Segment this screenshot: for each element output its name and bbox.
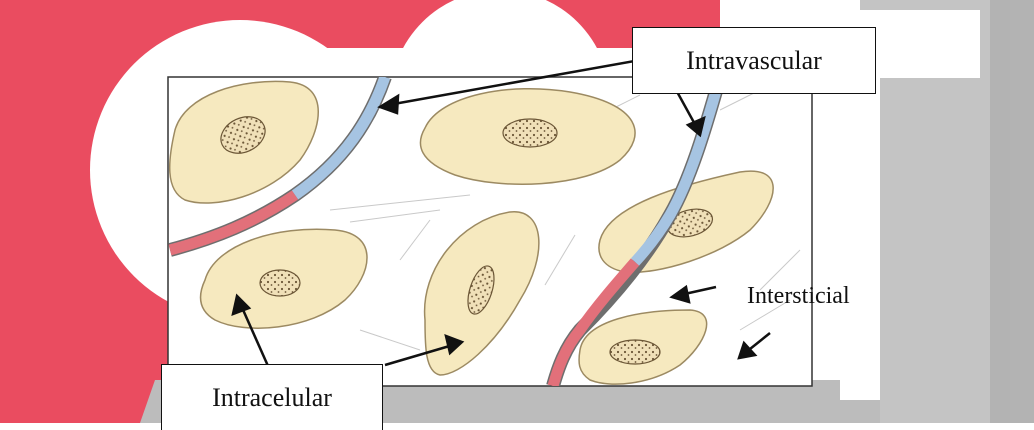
- cell-2: [420, 89, 635, 185]
- label-intravascular-text: Intravascular: [686, 46, 822, 76]
- label-intravascular: Intravascular: [632, 27, 876, 94]
- label-intracelular: Intracelular: [161, 364, 383, 430]
- label-intersticial-text: Intersticial: [747, 283, 850, 309]
- label-intersticial: Intersticial: [747, 283, 850, 310]
- cell-3-nucleus: [260, 270, 300, 296]
- cell-2-nucleus: [503, 119, 557, 147]
- label-intracelular-text: Intracelular: [212, 383, 332, 413]
- cell-6-nucleus: [610, 340, 660, 364]
